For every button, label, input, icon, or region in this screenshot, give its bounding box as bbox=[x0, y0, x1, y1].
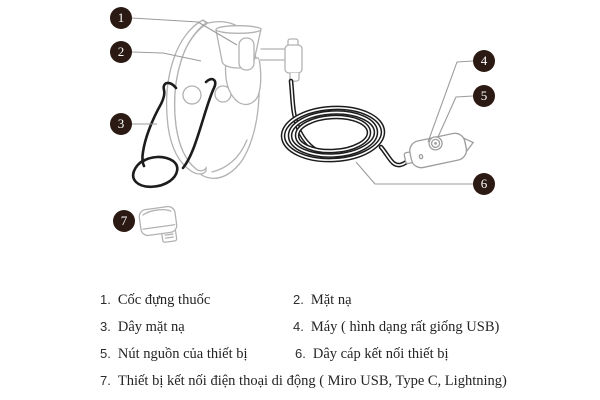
cup-housing bbox=[224, 57, 262, 106]
adapter-seam bbox=[142, 224, 176, 230]
adapter-top-edge bbox=[142, 209, 172, 216]
legend-item-number: 5. bbox=[100, 346, 111, 361]
legend-item-3: 3. Dây mặt nạ bbox=[100, 318, 185, 336]
legend-item-number: 4. bbox=[293, 319, 304, 334]
cup-cylinder bbox=[238, 37, 255, 71]
power-button-inner bbox=[430, 138, 441, 149]
mask-vent-hole-left bbox=[182, 85, 202, 105]
callout-6: 6 bbox=[473, 173, 495, 195]
leader-line-5 bbox=[437, 95, 474, 138]
leader-line-1 bbox=[131, 17, 238, 46]
callout-2: 2 bbox=[110, 41, 132, 63]
cup-connector bbox=[284, 44, 303, 74]
legend-item-6: 6. Dây cáp kết nối thiết bị bbox=[295, 345, 449, 363]
callout-3: 3 bbox=[110, 113, 132, 135]
strap-loop bbox=[131, 155, 179, 189]
cable-coil bbox=[280, 105, 386, 163]
legend-item-number: 1. bbox=[100, 292, 111, 307]
leader-lines bbox=[131, 17, 474, 185]
legend-item-label: Nút nguồn của thiết bị bbox=[117, 346, 248, 362]
legend-item-number: 7. bbox=[100, 373, 111, 388]
leader-line-2 bbox=[131, 51, 202, 62]
usb-device-drawing bbox=[403, 132, 475, 169]
adapter-plug-pins bbox=[164, 233, 175, 239]
callout-4: 4 bbox=[473, 50, 495, 72]
cable-drawing bbox=[280, 78, 417, 168]
leader-line-6 bbox=[355, 161, 473, 185]
legend-item-2: 2. Mặt nạ bbox=[293, 291, 352, 309]
cup-arm bbox=[258, 48, 288, 61]
leader-line-4 bbox=[427, 60, 474, 143]
legend-item-1: 1. Cốc đựng thuốc bbox=[100, 291, 210, 309]
legend-item-number: 6. bbox=[295, 346, 306, 361]
power-button-dot bbox=[434, 141, 437, 145]
legend-item-7: 7. Thiết bị kết nối điện thoại di động ( … bbox=[100, 372, 507, 390]
strap-left-strand bbox=[141, 81, 178, 168]
legend-item-label: Cốc đựng thuốc bbox=[117, 292, 211, 308]
legend-item-5: 5. Nút nguồn của thiết bị bbox=[100, 345, 248, 363]
legend-item-number: 2. bbox=[293, 292, 304, 307]
callout-7: 7 bbox=[113, 210, 135, 232]
medicine-cup-drawing bbox=[215, 25, 303, 106]
strap-right-strand bbox=[181, 77, 217, 170]
callout-1: 1 bbox=[110, 7, 132, 29]
legend-item-label: Mặt nạ bbox=[310, 292, 352, 308]
mask-strap-drawing bbox=[131, 77, 217, 189]
callout-5: 5 bbox=[473, 85, 495, 107]
phone-adapter-drawing bbox=[138, 205, 178, 243]
legend-item-number: 3. bbox=[100, 319, 111, 334]
mask-chin-line bbox=[211, 139, 248, 173]
legend-item-label: Máy ( hình dạng rất giống USB) bbox=[310, 319, 500, 335]
mask-rim bbox=[166, 19, 208, 175]
cup-rim bbox=[215, 25, 262, 34]
legend-item-label: Dây cáp kết nối thiết bị bbox=[312, 346, 449, 362]
legend-item-label: Dây mặt nạ bbox=[117, 319, 185, 335]
legend-item-4: 4. Máy ( hình dạng rất giống USB) bbox=[293, 318, 499, 336]
mask-top-fold bbox=[202, 19, 209, 24]
legend-item-label: Thiết bị kết nối điện thoại di động ( Mi… bbox=[117, 373, 507, 389]
device-indicator-hole bbox=[418, 153, 424, 160]
